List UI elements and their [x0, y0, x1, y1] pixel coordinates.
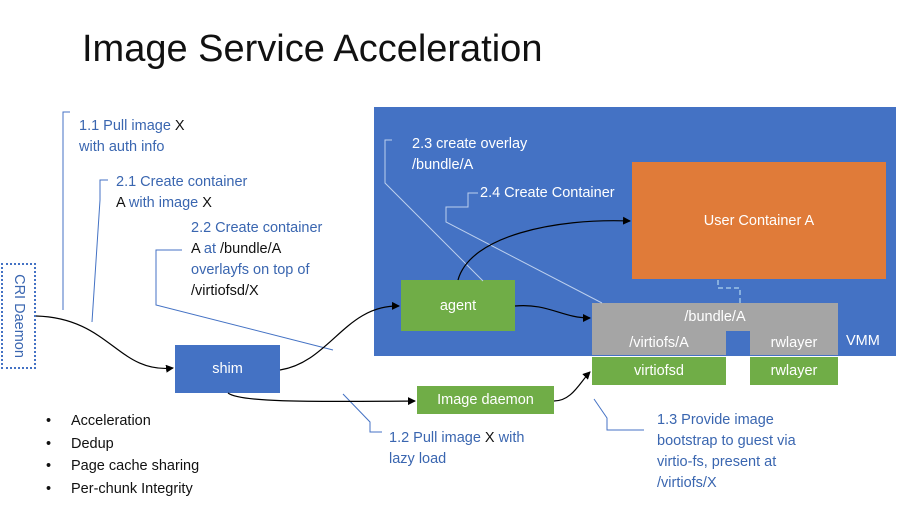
callout-2-1-line	[91, 179, 108, 323]
agent-to-container-arrow	[457, 216, 631, 281]
feature-item: Page cache sharing	[46, 455, 199, 478]
step-2-2-label: 2.2 Create container A at /bundle/A over…	[191, 220, 323, 299]
feature-item: Dedup	[46, 433, 199, 456]
image-daemon-box: Image daemon	[417, 386, 554, 414]
rwlayer-mount-box: rwlayer	[750, 331, 838, 355]
shim-to-image-daemon-arrow	[227, 392, 416, 406]
shim-box: shim	[175, 345, 280, 393]
bundle-to-container-dashed	[717, 280, 741, 303]
agent-to-bundle-arrow	[514, 305, 591, 322]
step-2-3-label: 2.3 create overlay /bundle/A	[412, 136, 528, 173]
step-1-3-label: 1.3 Provide image bootstrap to guest via…	[657, 412, 796, 491]
callout-1-2-line	[342, 393, 382, 433]
feature-list: Acceleration Dedup Page cache sharing Pe…	[46, 410, 199, 500]
image-daemon-to-virtiofsd-arrow	[553, 371, 591, 402]
bundle-box: /bundle/A	[592, 303, 838, 331]
callout-2-2-line	[155, 249, 334, 351]
step-1-1-label: 1.1 Pull image X with auth info	[79, 118, 185, 155]
step-1-2-label: 1.2 Pull image X with lazy load	[389, 430, 525, 467]
virtiofs-mount-box: /virtiofs/A	[592, 331, 726, 355]
callout-1-3-line	[593, 398, 644, 431]
cri-to-shim-arrow	[35, 315, 174, 373]
cri-daemon-box: CRI Daemon	[1, 263, 36, 369]
agent-box: agent	[401, 280, 515, 331]
callout-2-4-line	[445, 192, 603, 304]
callout-1-1-line	[62, 111, 70, 310]
shim-to-agent-arrow	[279, 301, 400, 371]
vmm-label: VMM	[846, 333, 880, 349]
virtiofsd-box: virtiofsd	[592, 357, 726, 385]
callout-2-3-line	[384, 139, 484, 282]
feature-item: Per-chunk Integrity	[46, 478, 199, 501]
feature-item: Acceleration	[46, 410, 199, 433]
rwlayer-box: rwlayer	[750, 357, 838, 385]
user-container-box: User Container A	[632, 162, 886, 279]
step-2-1-label: 2.1 Create container A with image X	[116, 174, 248, 211]
page-title: Image Service Acceleration	[82, 28, 543, 70]
step-2-4-label: 2.4 Create Container	[480, 185, 615, 201]
